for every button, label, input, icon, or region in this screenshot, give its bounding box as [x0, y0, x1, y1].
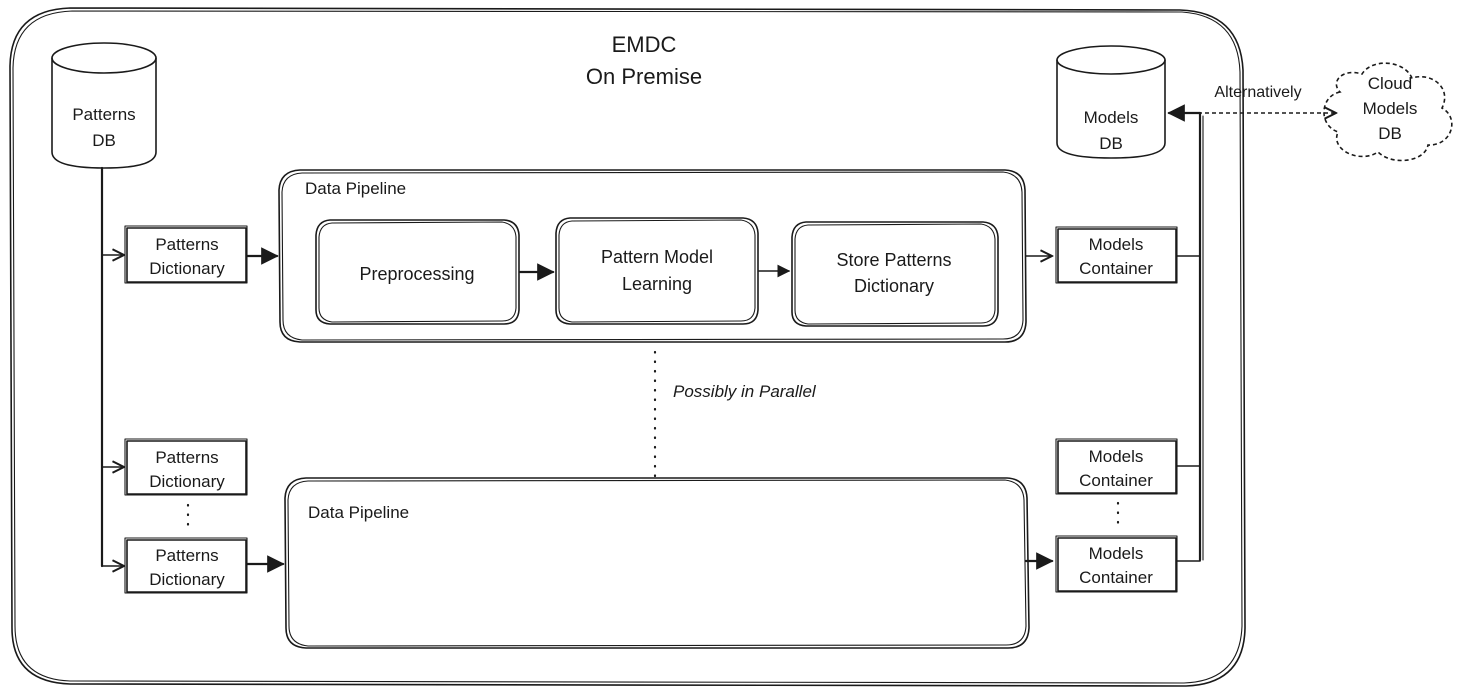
patterns-dictionary-1-line2: Dictionary	[149, 259, 225, 278]
models-container-3-line1: Models	[1089, 544, 1144, 563]
pattern-model-learning-line2: Learning	[622, 274, 692, 294]
data-pipeline-top-title: Data Pipeline	[305, 179, 406, 198]
models-container-box-1	[1055, 226, 1178, 284]
models-container-2-line2: Container	[1079, 471, 1153, 490]
patterns-db-cylinder	[51, 42, 157, 169]
store-patterns-dictionary-line1: Store Patterns	[836, 250, 951, 270]
alternatively-label: Alternatively	[1214, 84, 1301, 101]
patterns-dictionary-3-line1: Patterns	[155, 546, 218, 565]
pattern-model-learning-box	[555, 217, 759, 325]
cloud-label-line1: Cloud	[1368, 74, 1412, 93]
emdc-title-line2: On Premise	[586, 64, 702, 89]
patterns-dictionary-box-2	[124, 438, 248, 496]
models-db-label-line1: Models	[1084, 108, 1139, 127]
patterns-db-label-line2: DB	[92, 131, 116, 150]
models-container-1-line1: Models	[1089, 235, 1144, 254]
data-pipeline-bottom-box	[284, 477, 1030, 649]
cloud-label-line2: Models	[1363, 99, 1418, 118]
patterns-dictionary-box-1	[124, 225, 248, 284]
models-container-2-line1: Models	[1089, 447, 1144, 466]
patterns-db-label-line1: Patterns	[72, 105, 135, 124]
patterns-dictionary-2-line1: Patterns	[155, 448, 218, 467]
models-container-box-3	[1055, 535, 1178, 593]
emdc-boundary	[9, 7, 1246, 687]
models-container-1-line2: Container	[1079, 259, 1153, 278]
patterns-dictionary-box-3	[124, 537, 248, 594]
pattern-model-learning-line1: Pattern Model	[601, 247, 713, 267]
cloud-label-line3: DB	[1378, 124, 1402, 143]
patterns-dictionary-1-line1: Patterns	[155, 235, 218, 254]
preprocessing-label: Preprocessing	[359, 264, 474, 284]
store-patterns-dictionary-box	[791, 221, 999, 327]
data-pipeline-bottom-title: Data Pipeline	[308, 503, 409, 522]
patterns-dictionary-2-line2: Dictionary	[149, 472, 225, 491]
data-pipeline-top-box	[278, 169, 1027, 343]
patterns-dictionary-3-line2: Dictionary	[149, 570, 225, 589]
emdc-title-line1: EMDC	[612, 32, 677, 57]
models-db-cylinder	[1056, 45, 1166, 159]
preprocessing-box	[315, 219, 520, 325]
cloud-shape	[1323, 62, 1453, 162]
store-patterns-dictionary-line2: Dictionary	[854, 276, 934, 296]
models-db-label-line2: DB	[1099, 134, 1123, 153]
models-container-3-line2: Container	[1079, 568, 1153, 587]
parallel-note: Possibly in Parallel	[673, 382, 817, 401]
